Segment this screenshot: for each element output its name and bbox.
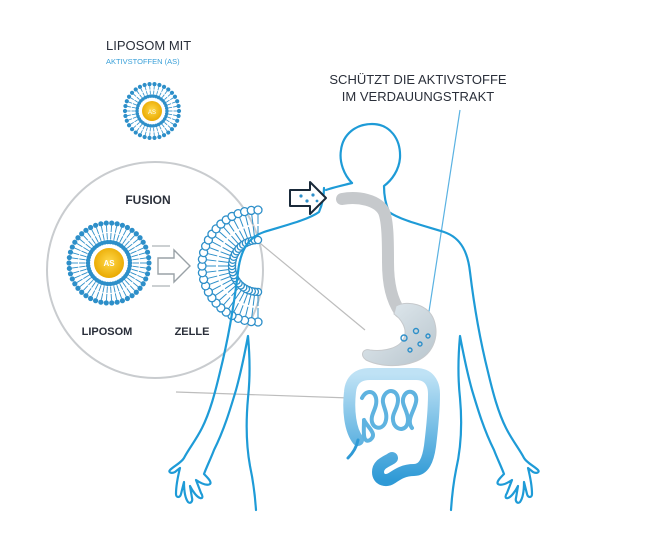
liposome-subtitle: AKTIVSTOFFEN (AS) bbox=[106, 57, 180, 66]
magnified-circle bbox=[46, 161, 264, 379]
callout-line-2: IM VERDAUUNGSTRAKT bbox=[342, 89, 494, 104]
body-outline bbox=[168, 122, 540, 512]
fusion-arrow-icon bbox=[152, 245, 191, 287]
liposome-label: LIPOSOM bbox=[82, 326, 133, 338]
small-liposome-icon bbox=[122, 81, 182, 141]
zoom-line-bottom bbox=[175, 391, 351, 399]
liposome-title: LIPOSOM MIT bbox=[106, 38, 191, 53]
intestine-tail bbox=[346, 438, 360, 460]
large-liposome-icon bbox=[66, 220, 152, 306]
large-intestine bbox=[343, 368, 440, 486]
entry-arrow-icon bbox=[289, 181, 327, 215]
callout-line-1: SCHÜTZT DIE AKTIVSTOFFE bbox=[329, 72, 507, 87]
esophagus bbox=[336, 192, 406, 318]
fusion-label: FUSION bbox=[125, 193, 170, 207]
stomach bbox=[362, 302, 437, 367]
small-intestine bbox=[360, 389, 419, 443]
cell-label: ZELLE bbox=[175, 326, 210, 338]
core-label-small: AS bbox=[148, 110, 156, 116]
core-label-large: AS bbox=[103, 259, 115, 268]
callout-pointer-line bbox=[427, 109, 461, 319]
chin-outline bbox=[324, 181, 354, 192]
stomach-particles bbox=[400, 327, 431, 353]
